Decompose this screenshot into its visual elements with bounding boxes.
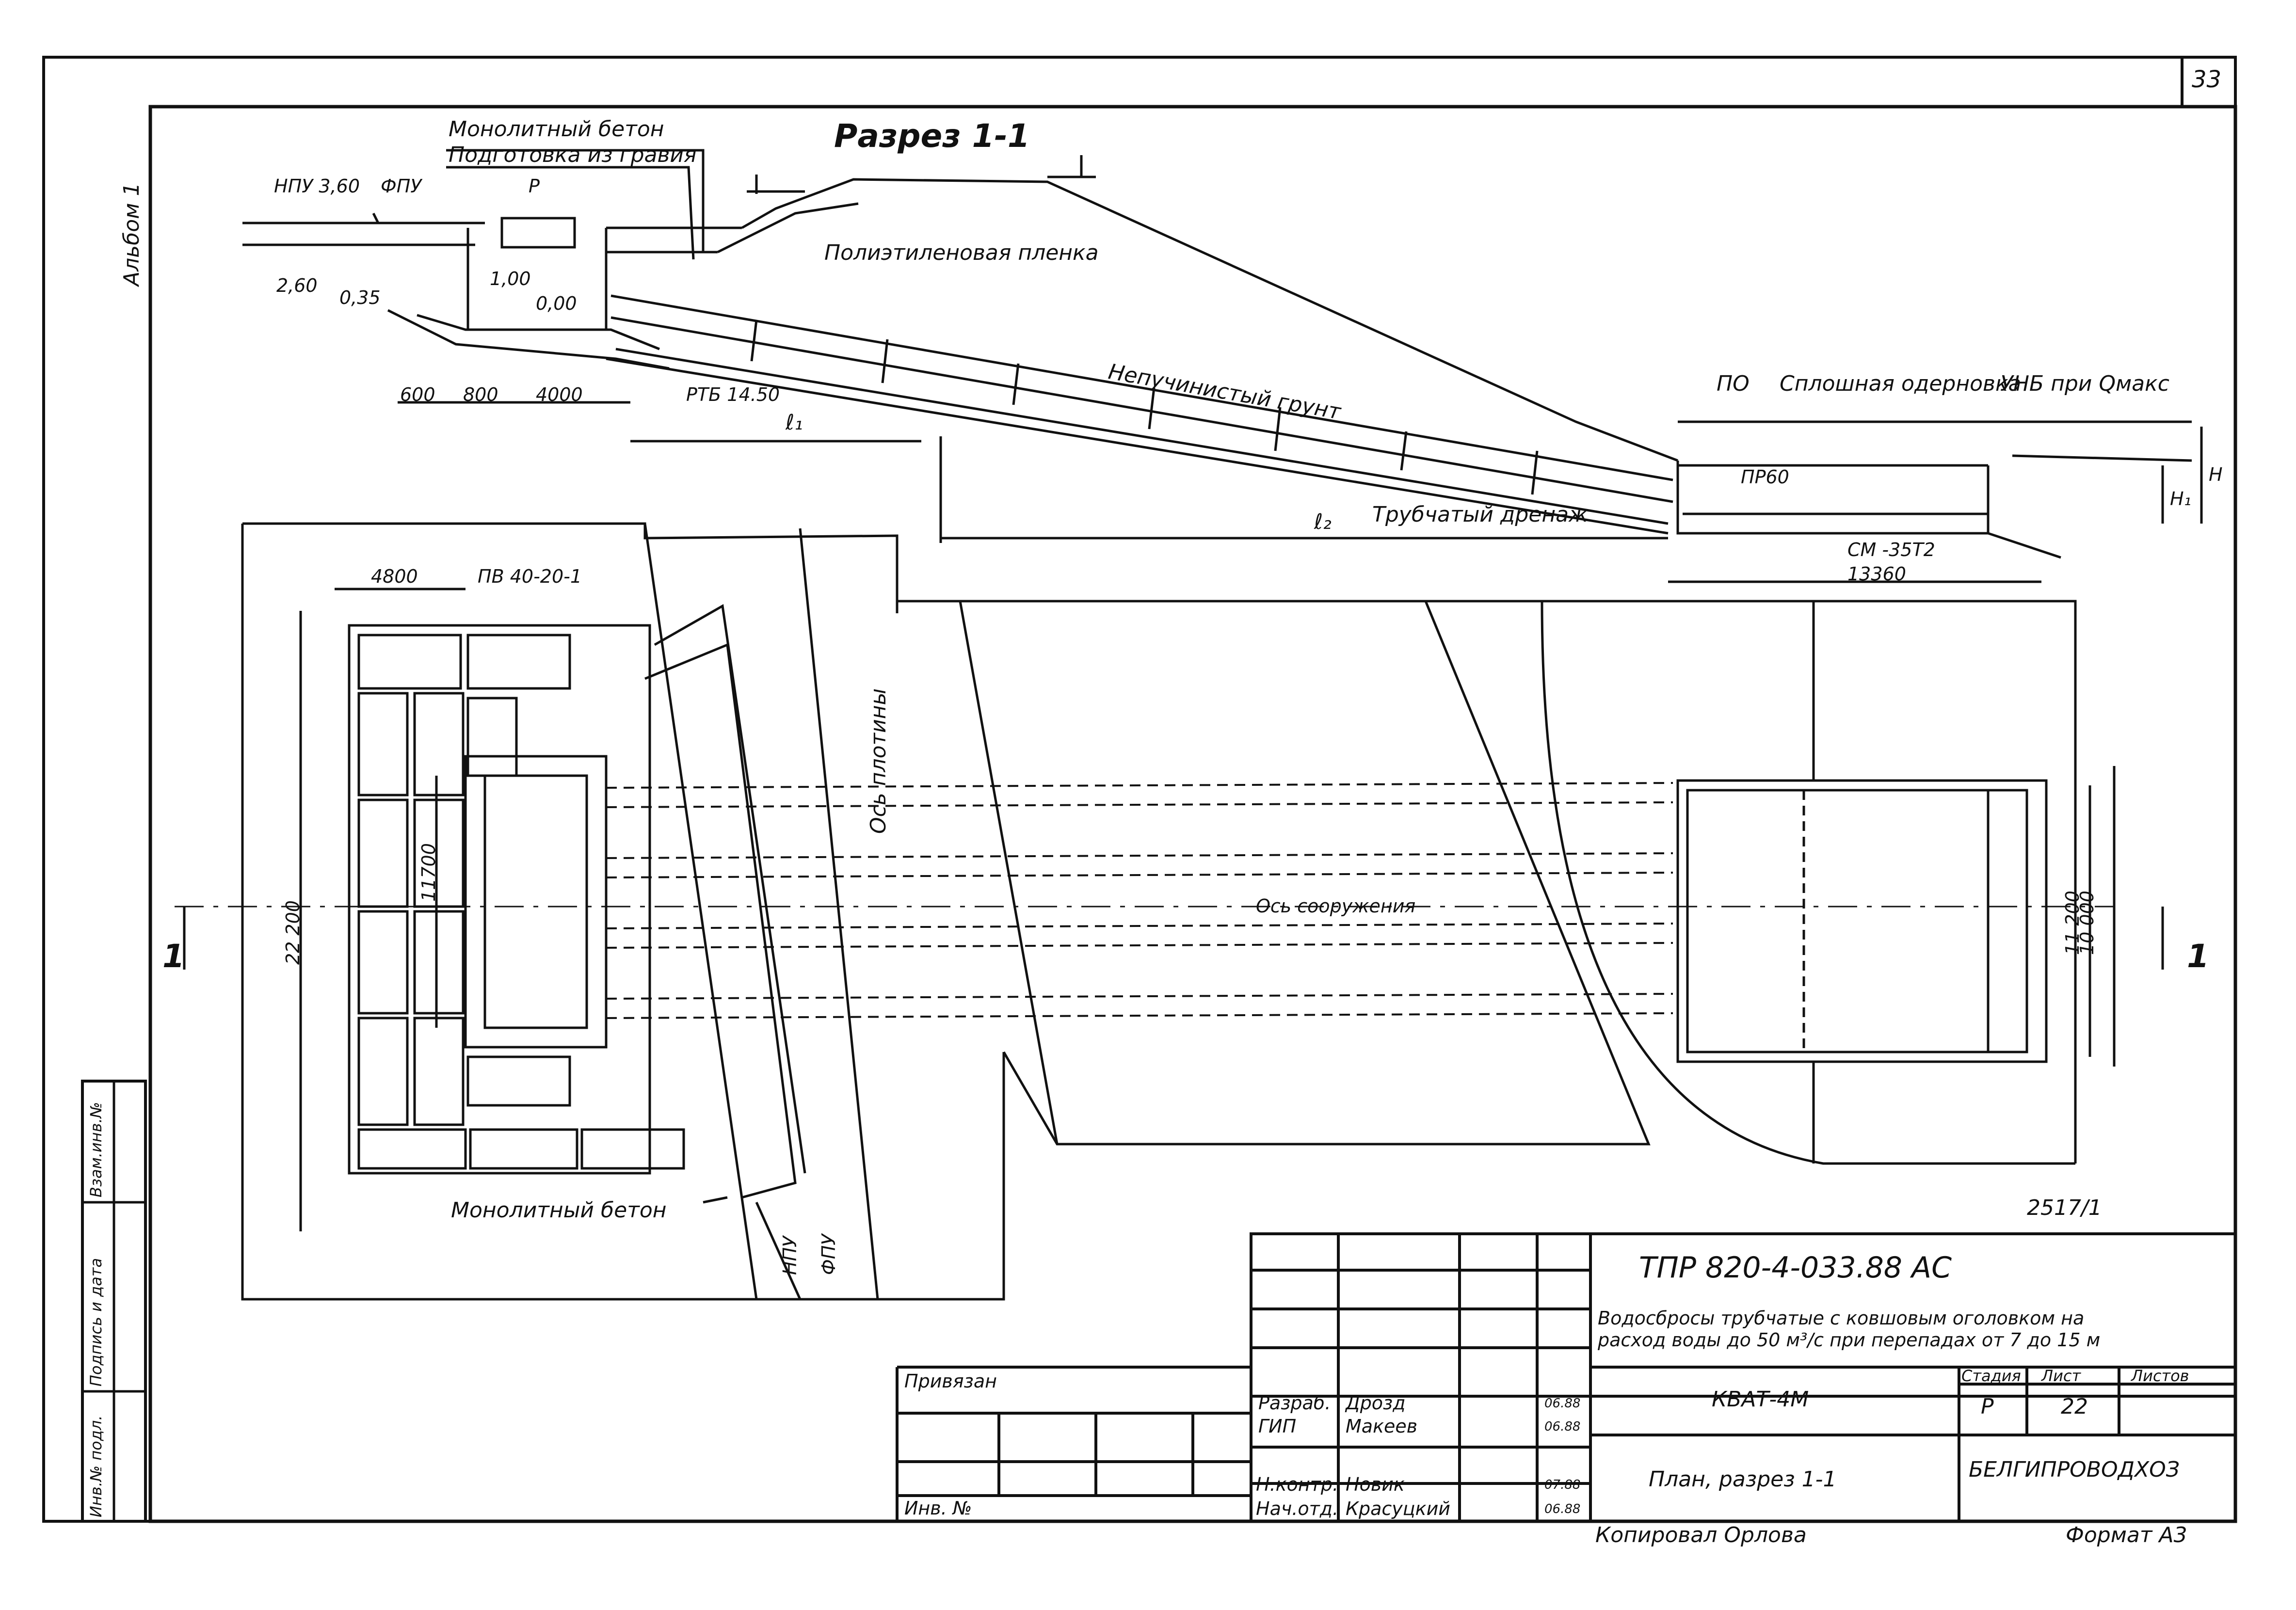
section-label-p: Р: [529, 175, 540, 197]
plan-ref-note: 2517/1: [2027, 1196, 2102, 1220]
sheet-number: 33: [2192, 66, 2222, 93]
title-block-description-1: Водосбросы трубчатые с ковшовым оголовко…: [1598, 1307, 2085, 1329]
section-dim-4000: 4000: [536, 384, 583, 405]
title-block-lines: [896, 1232, 2237, 1523]
plan-dam-axis: Ось плотины: [866, 688, 891, 834]
side-stamp-sign-date: Подпись и дата: [87, 1258, 105, 1387]
title-block-date-0: 06.88: [1544, 1396, 1581, 1411]
title-block-date-2: 07.88: [1544, 1478, 1581, 1492]
title-block-privyazan: Привязан: [904, 1371, 997, 1392]
plan-npu: НПУ: [779, 1236, 801, 1275]
title-block-sheets-label: Листов: [2131, 1367, 2189, 1385]
title-block-name-3: Красуцкий: [1346, 1498, 1450, 1519]
section-elev-035: 0,35: [339, 287, 381, 308]
section-elev-260: 2,60: [276, 275, 318, 296]
title-block-inv-no: Инв. №: [904, 1498, 972, 1519]
title-block-role-1: ГИП: [1258, 1416, 1297, 1437]
title-block-stage-label: Стадия: [1961, 1367, 2021, 1385]
plan-fpu: ФПУ: [818, 1234, 839, 1275]
section-cm: СМ -35Т2: [1847, 539, 1935, 560]
section-po: ПО: [1717, 371, 1750, 396]
title-block-stage: Р: [1981, 1394, 1994, 1419]
section-label-monolithic-concrete: Монолитный бетон: [449, 117, 664, 142]
title-block-code: ТПР 820-4-033.88 АС: [1639, 1251, 1952, 1285]
plan-dim-11200: 11 200: [2062, 891, 2083, 955]
title-block-role-2: Н.контр.: [1256, 1474, 1339, 1495]
section-pr60: ПР60: [1741, 466, 1789, 488]
section-label-fpu: ФПУ: [381, 175, 422, 197]
section-dim-600: 600: [400, 384, 435, 405]
side-stamp-inv-podl: Инв.№ подл.: [87, 1415, 105, 1517]
title-block-name-1: Макеев: [1346, 1416, 1418, 1437]
section-h1: H₁: [2170, 488, 2191, 510]
plan-monolithic-concrete: Монолитный бетон: [451, 1198, 667, 1223]
plan-view: [175, 522, 2164, 1301]
title-block-sheet-label: Лист: [2041, 1367, 2081, 1385]
section-l1: ℓ₁: [786, 410, 803, 435]
title-block-sheet-name: План, разрез 1-1: [1649, 1467, 1837, 1492]
title-block-description-2: расход воды до 50 м³/с при перепадах от …: [1598, 1329, 2101, 1351]
title-block-role-3: Нач.отд.: [1256, 1498, 1339, 1519]
title-block-organization: БЕЛГИПРОВОДХОЗ: [1969, 1457, 2180, 1482]
section-poly-film: Полиэтиленовая пленка: [824, 240, 1099, 265]
plan-dim-11700: 11700: [418, 843, 439, 902]
section-h: H: [2209, 464, 2223, 485]
section-dim-13360: 13360: [1847, 563, 1906, 585]
title-block-date-1: 06.88: [1544, 1419, 1581, 1434]
section-tube-drain: Трубчатый дренаж: [1372, 502, 1588, 527]
plan-dim-4800: 4800: [371, 566, 418, 587]
side-stamp-vzam-inv: Взам.инв.№: [87, 1102, 105, 1197]
section-elev-000: 0,00: [536, 293, 577, 314]
section-dim-800: 800: [463, 384, 498, 405]
section-profile: [242, 149, 2203, 583]
title-block-project: КВАТ-4М: [1712, 1387, 1809, 1412]
section-sod: Сплошная одерновка: [1780, 371, 2022, 396]
section-l2: ℓ₂: [1314, 510, 1332, 534]
title-block-sheet: 22: [2061, 1394, 2088, 1419]
plan-dim-22200: 22 200: [282, 900, 304, 965]
section-label-npu: НПУ 3,60: [274, 175, 360, 197]
album-label: Альбом 1: [119, 182, 144, 286]
inner-frame: [148, 105, 2237, 1523]
title-block-role-0: Разраб.: [1258, 1392, 1331, 1414]
plan-pv: ПВ 40-20-1: [478, 566, 582, 587]
section-rtb: РТБ 14.50: [686, 384, 780, 405]
title-block-date-3: 06.88: [1544, 1502, 1581, 1516]
section-title: Разрез 1-1: [834, 117, 1030, 155]
plan-structure-axis: Ось сооружения: [1256, 895, 1416, 917]
title-block-name-0: Дрозд: [1346, 1392, 1406, 1414]
plan-section-mark-left: 1: [162, 938, 185, 975]
title-block-name-2: Новик: [1346, 1474, 1405, 1495]
footer-format: Формат А3: [2066, 1523, 2187, 1547]
section-unb: УНБ при Qмакс: [2000, 371, 2169, 396]
section-label-gravel-prep: Подготовка из гравия: [449, 143, 697, 167]
section-elev-100: 1,00: [490, 268, 531, 289]
footer-copied: Копировал Орлова: [1595, 1523, 1807, 1547]
plan-section-mark-right: 1: [2187, 938, 2209, 975]
